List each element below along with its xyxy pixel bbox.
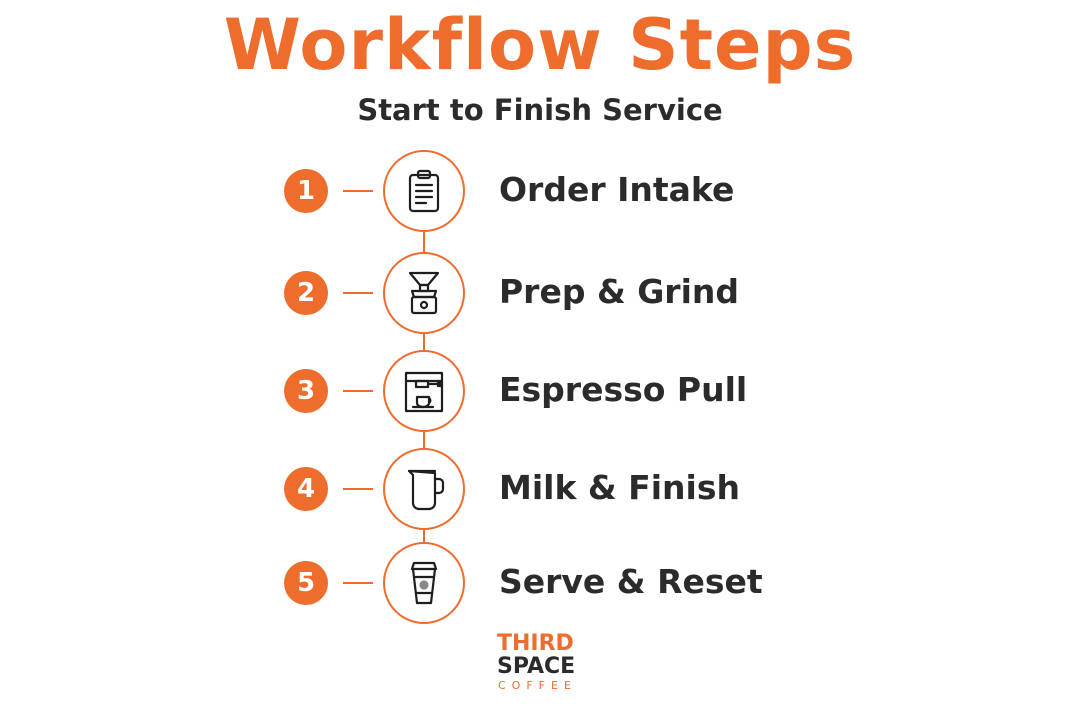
logo-text-space: SPACE <box>497 654 576 679</box>
milk-pitcher-icon <box>407 469 445 511</box>
page-title: Workflow Steps <box>223 4 857 86</box>
step-label: Milk & Finish <box>499 468 740 507</box>
logo-text-coffee: COFFEE <box>498 679 577 692</box>
grinder-icon <box>408 271 440 315</box>
step-label: Espresso Pull <box>499 370 748 409</box>
step-number-badge: 3 <box>284 369 328 413</box>
step-connector <box>343 488 373 490</box>
step-icon-ring <box>383 448 465 530</box>
workflow-step-2: 2 Prep & Grind <box>0 251 1080 335</box>
step-number-badge: 2 <box>284 271 328 315</box>
brand-logo: THIRD SPACE COFFEE <box>497 633 587 693</box>
step-number-badge: 5 <box>284 561 328 605</box>
step-label: Serve & Reset <box>499 562 763 601</box>
step-number-badge: 1 <box>284 169 328 213</box>
espresso-machine-icon <box>404 371 444 413</box>
step-connector <box>343 390 373 392</box>
step-number-badge: 4 <box>284 467 328 511</box>
step-icon-ring <box>383 350 465 432</box>
page-subtitle: Start to Finish Service <box>357 93 723 127</box>
step-connector <box>343 292 373 294</box>
takeaway-cup-icon <box>410 561 438 605</box>
step-label: Order Intake <box>499 170 735 209</box>
workflow-step-5: 5 Serve & Reset <box>0 541 1080 625</box>
workflow-step-1: 1 Order Intake <box>0 149 1080 233</box>
clipboard-icon <box>408 169 440 213</box>
step-connector <box>343 190 373 192</box>
step-icon-ring <box>383 542 465 624</box>
step-icon-ring <box>383 150 465 232</box>
step-connector <box>343 582 373 584</box>
workflow-step-3: 3 Espresso Pull <box>0 349 1080 433</box>
workflow-step-4: 4 Milk & Finish <box>0 447 1080 531</box>
step-icon-ring <box>383 252 465 334</box>
step-label: Prep & Grind <box>499 272 740 311</box>
logo-text-third: THIRD <box>497 631 574 656</box>
